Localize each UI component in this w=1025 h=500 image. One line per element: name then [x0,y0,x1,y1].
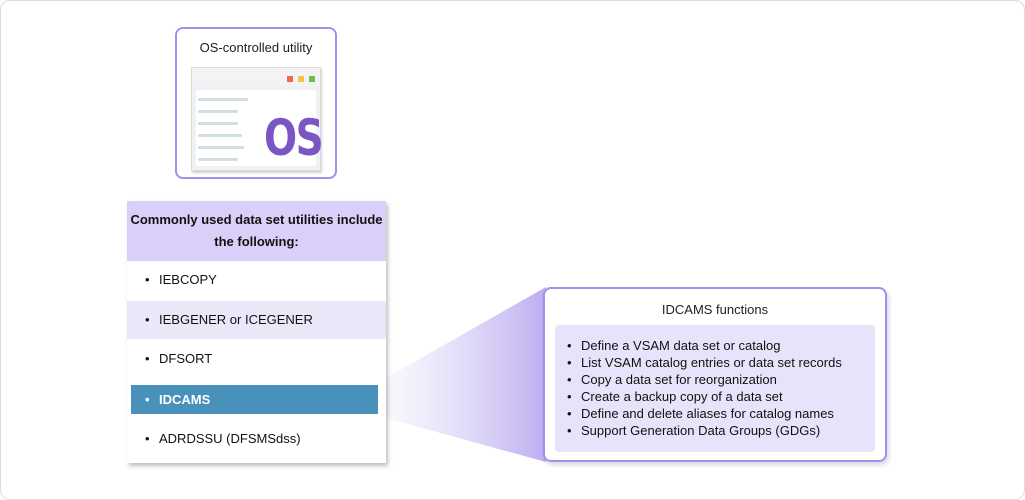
list-item-iebgener[interactable]: • IEBGENER or ICEGENER [127,301,386,339]
list-item-label: DFSORT [159,351,213,366]
text-line-icon [198,134,242,137]
list-item-iebcopy[interactable]: • IEBCOPY [127,261,386,299]
bullet: • [145,312,150,327]
list-item-label: IDCAMS [159,392,211,407]
list-item-dfsort[interactable]: • DFSORT [127,340,386,378]
idcams-functions-title: IDCAMS functions [661,302,769,317]
idcams-functions-list: • Define a VSAM data set or catalog • List… [555,325,875,452]
bullet: • [145,392,150,407]
os-utility-title: OS-controlled utility [199,40,313,55]
function-item: • Copy a data set for reorganization [567,371,875,388]
list-item-label: ADRDSSU (DFSMSdss) [159,431,301,446]
bullet: • [145,431,150,446]
list-item-idcams[interactable]: • IDCAMS [131,385,378,414]
list-item-label: IEBCOPY [159,272,217,287]
os-window-icon: OS [191,67,324,171]
window-maximize-dot-icon [309,76,315,82]
list-item-adrdssu[interactable]: • ADRDSSU (DFSMSdss) [127,420,386,458]
function-item-label: Copy a data set for reorganization [581,372,777,387]
utilities-list-header: Commonly used data set utilities include… [127,201,386,261]
function-item: • Support Generation Data Groups (GDGs) [567,422,875,439]
bullet: • [567,338,572,353]
function-item-label: Define and delete aliases for catalog na… [581,406,834,421]
function-item-label: Support Generation Data Groups (GDGs) [581,423,821,438]
function-item-label: Define a VSAM data set or catalog [581,338,781,353]
os-logo-text: OS [264,109,324,167]
bullet: • [145,272,150,287]
function-item-label: Create a backup copy of a data set [581,389,783,404]
text-line-icon [198,98,248,101]
text-line-icon [198,110,238,113]
bullet: • [567,372,572,387]
bullet: • [567,389,572,404]
list-item-label: IEBGENER or ICEGENER [159,312,313,327]
text-line-icon [198,122,238,125]
function-item: • Define a VSAM data set or catalog [567,337,875,354]
bullet: • [567,406,572,421]
bullet: • [145,351,150,366]
function-item-label: List VSAM catalog entries or data set re… [581,355,842,370]
utilities-list-panel: Commonly used data set utilities include… [127,201,386,463]
bullet: • [567,423,572,438]
os-utility-card: OS-controlled utility OS [175,27,337,179]
function-item: • Create a backup copy of a data set [567,388,875,405]
window-pane: OS [196,90,324,166]
idcams-functions-card: IDCAMS functions • Define a VSAM data set… [543,287,887,462]
function-item: • Define and delete aliases for catalog n… [567,405,875,422]
bullet: • [567,355,572,370]
text-line-icon [198,158,238,161]
window-minimize-dot-icon [298,76,304,82]
window-close-dot-icon [287,76,293,82]
function-item: • List VSAM catalog entries or data set r… [567,354,875,371]
text-line-icon [198,146,244,149]
